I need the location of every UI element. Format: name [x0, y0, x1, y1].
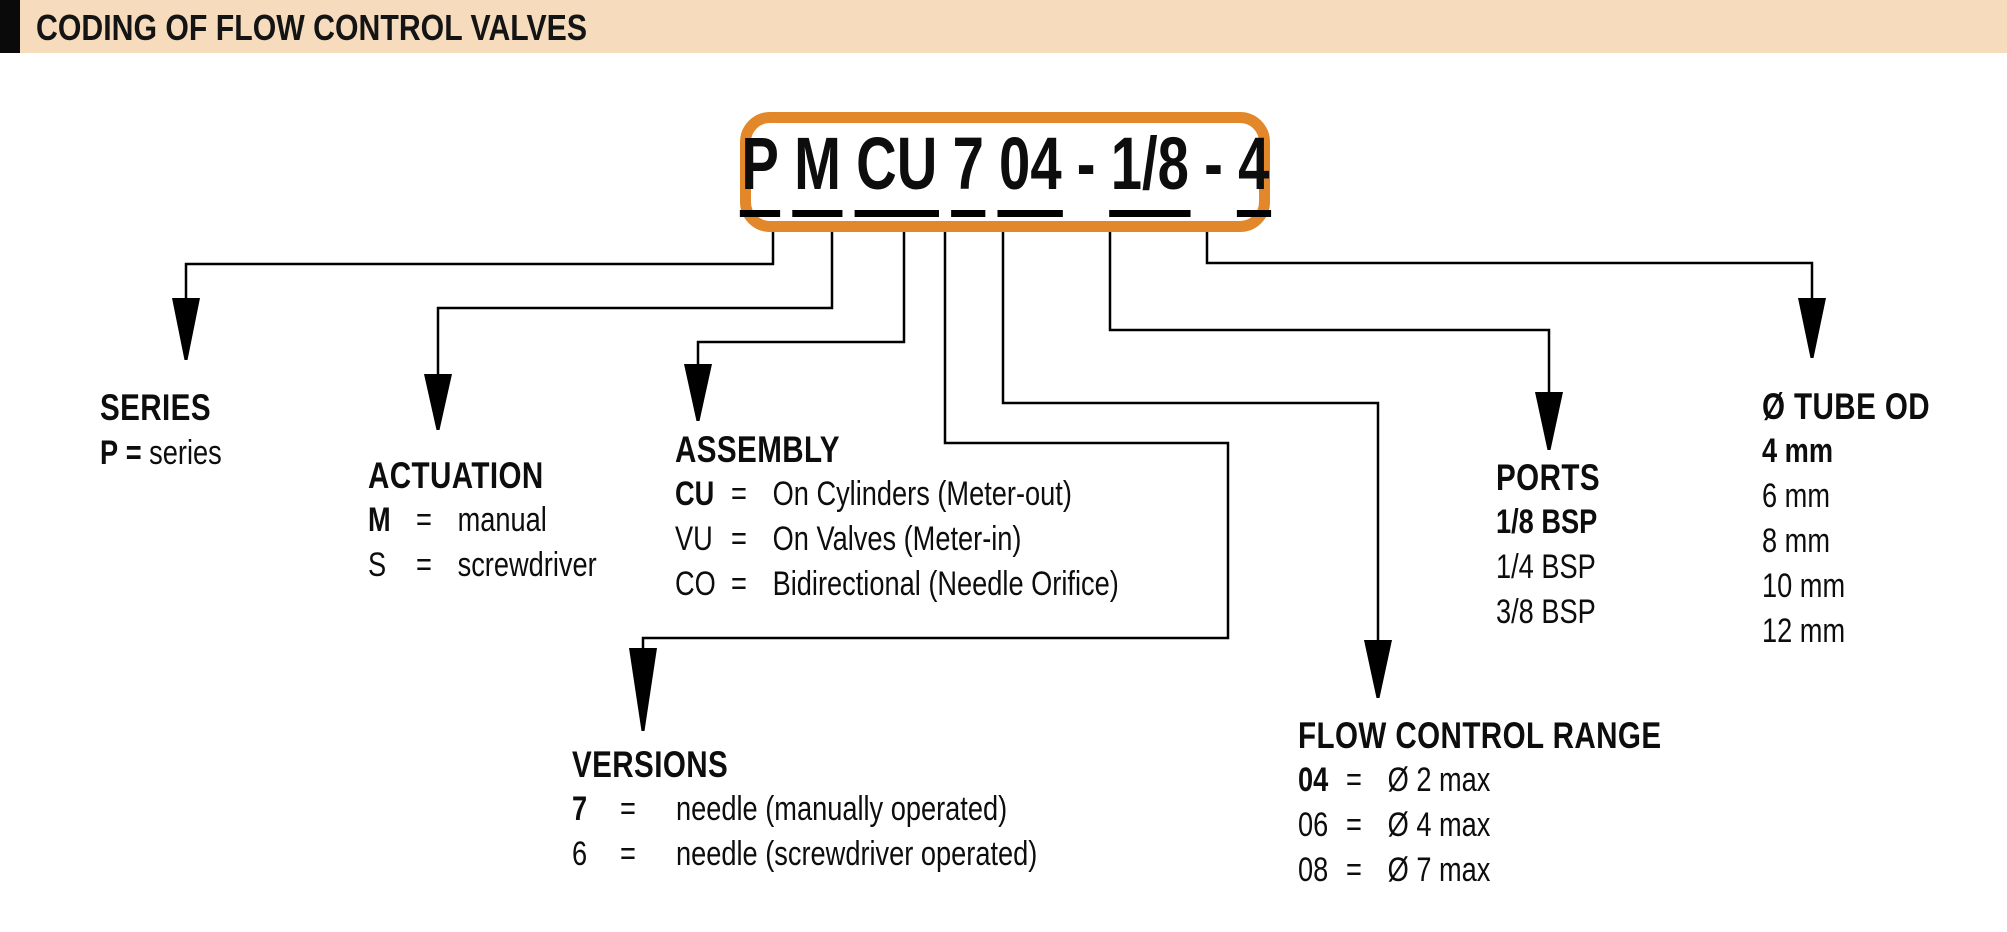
equals-sign: =	[416, 501, 432, 539]
flow-range-key: 06	[1298, 806, 1329, 844]
versions-value: needle (manually operated)	[676, 790, 1008, 828]
equals-sign: =	[1346, 851, 1362, 889]
assembly-key: VU	[675, 520, 713, 558]
code-segment-assembly: CU	[854, 127, 939, 217]
connector-series	[184, 232, 775, 300]
series-value: series	[149, 434, 222, 472]
assembly-row: CU = On Cylinders (Meter-out)	[675, 472, 1119, 517]
flow-range-key: 04	[1298, 761, 1329, 799]
actuation-title: ACTUATION	[368, 455, 544, 496]
actuation-key: S	[368, 546, 387, 584]
connector-flow-range	[1001, 232, 1380, 642]
block-flow-range: FLOW CONTROL RANGE 04 = Ø 2 max 06 = Ø 4…	[1298, 714, 1661, 893]
connector-ports	[1108, 232, 1551, 394]
series-row: P = series	[100, 430, 222, 476]
assembly-key: CO	[675, 565, 716, 603]
flow-range-row: 04 = Ø 2 max	[1298, 758, 1661, 803]
versions-title: VERSIONS	[572, 744, 729, 785]
assembly-title: ASSEMBLY	[675, 429, 840, 470]
assembly-value: On Cylinders (Meter-out)	[772, 475, 1072, 513]
block-tube-od: Ø TUBE OD 4 mm 6 mm 8 mm 10 mm 12 mm	[1762, 385, 1930, 654]
arrow-assembly	[684, 364, 712, 421]
connector-actuation	[436, 232, 834, 376]
tube-od-item: 6 mm	[1762, 477, 1830, 515]
equals-sign: =	[731, 475, 747, 513]
flow-range-row: 06 = Ø 4 max	[1298, 803, 1661, 848]
connector-versions	[641, 232, 1230, 650]
header-accent-square	[0, 0, 20, 53]
arrow-versions	[629, 648, 657, 731]
block-ports: PORTS 1/8 BSP 1/4 BSP 3/8 BSP	[1496, 456, 1600, 635]
assembly-key: CU	[675, 475, 715, 513]
assembly-value: On Valves (Meter-in)	[772, 520, 1022, 558]
code-segment-tube: 4	[1236, 127, 1271, 217]
assembly-row: CO = Bidirectional (Needle Orifice)	[675, 562, 1119, 607]
equals-sign: =	[1346, 761, 1362, 799]
code-segment-series: P	[739, 127, 781, 217]
block-versions: VERSIONS 7 = needle (manually operated) …	[572, 743, 1037, 877]
connector-assembly	[696, 232, 906, 366]
equals-sign: =	[620, 790, 636, 828]
flow-range-value: Ø 7 max	[1387, 851, 1491, 889]
equals-sign: =	[620, 835, 636, 873]
code-segment-version: 7	[950, 127, 986, 217]
ports-item: 1/4 BSP	[1496, 548, 1596, 586]
flow-range-value: Ø 2 max	[1387, 761, 1491, 799]
equals-sign: =	[416, 546, 432, 584]
flow-range-key: 08	[1298, 851, 1329, 889]
actuation-value: screwdriver	[457, 546, 597, 584]
equals-sign: =	[731, 520, 747, 558]
series-eq: =	[125, 434, 142, 472]
actuation-key: M	[368, 501, 391, 539]
connector-tube-od	[1205, 232, 1814, 300]
arrow-tube-od	[1798, 298, 1826, 358]
tube-od-item: 12 mm	[1762, 612, 1846, 650]
block-series: SERIES P = series	[100, 386, 222, 476]
arrow-actuation	[424, 374, 452, 430]
versions-row: 7 = needle (manually operated)	[572, 787, 1037, 832]
tube-od-item: 4 mm	[1762, 432, 1834, 470]
series-key: P	[100, 434, 119, 472]
actuation-row: M = manual	[368, 498, 597, 543]
versions-value: needle (screwdriver operated)	[676, 835, 1038, 873]
arrow-flow-range	[1364, 640, 1392, 698]
assembly-row: VU = On Valves (Meter-in)	[675, 517, 1119, 562]
code-segment-ports: 1/8	[1108, 127, 1191, 217]
versions-key: 6	[572, 835, 588, 873]
tube-od-item: 10 mm	[1762, 567, 1846, 605]
code-segment-actuation: M	[792, 127, 843, 217]
series-title: SERIES	[100, 387, 211, 428]
flow-range-value: Ø 4 max	[1387, 806, 1491, 844]
code-separator: -	[1203, 122, 1223, 205]
ports-item: 3/8 BSP	[1496, 593, 1596, 631]
flow-range-title: FLOW CONTROL RANGE	[1298, 715, 1662, 756]
code-box: P M CU 7 04 - 1/8 - 4	[739, 112, 1271, 232]
assembly-value: Bidirectional (Needle Orifice)	[772, 565, 1119, 603]
code-segment-range: 04	[997, 127, 1063, 217]
tube-od-item: 8 mm	[1762, 522, 1830, 560]
actuation-row: S = screwdriver	[368, 543, 597, 588]
arrow-ports	[1535, 392, 1563, 450]
equals-sign: =	[731, 565, 747, 603]
code-separator: -	[1076, 122, 1096, 205]
ports-item: 1/8 BSP	[1496, 503, 1598, 541]
equals-sign: =	[1346, 806, 1362, 844]
versions-row: 6 = needle (screwdriver operated)	[572, 832, 1037, 877]
tube-od-title: Ø TUBE OD	[1762, 386, 1931, 427]
arrow-series	[172, 298, 200, 360]
block-actuation: ACTUATION M = manual S = screwdriver	[368, 454, 597, 588]
versions-key: 7	[572, 790, 588, 828]
flow-range-row: 08 = Ø 7 max	[1298, 848, 1661, 893]
block-assembly: ASSEMBLY CU = On Cylinders (Meter-out) V…	[675, 428, 1119, 607]
actuation-value: manual	[457, 501, 547, 539]
code-text: P M CU 7 04 - 1/8 - 4	[739, 122, 1271, 217]
ports-title: PORTS	[1496, 457, 1600, 498]
header-bar: CODING OF FLOW CONTROL VALVES	[0, 0, 2007, 53]
page-title: CODING OF FLOW CONTROL VALVES	[36, 7, 588, 48]
